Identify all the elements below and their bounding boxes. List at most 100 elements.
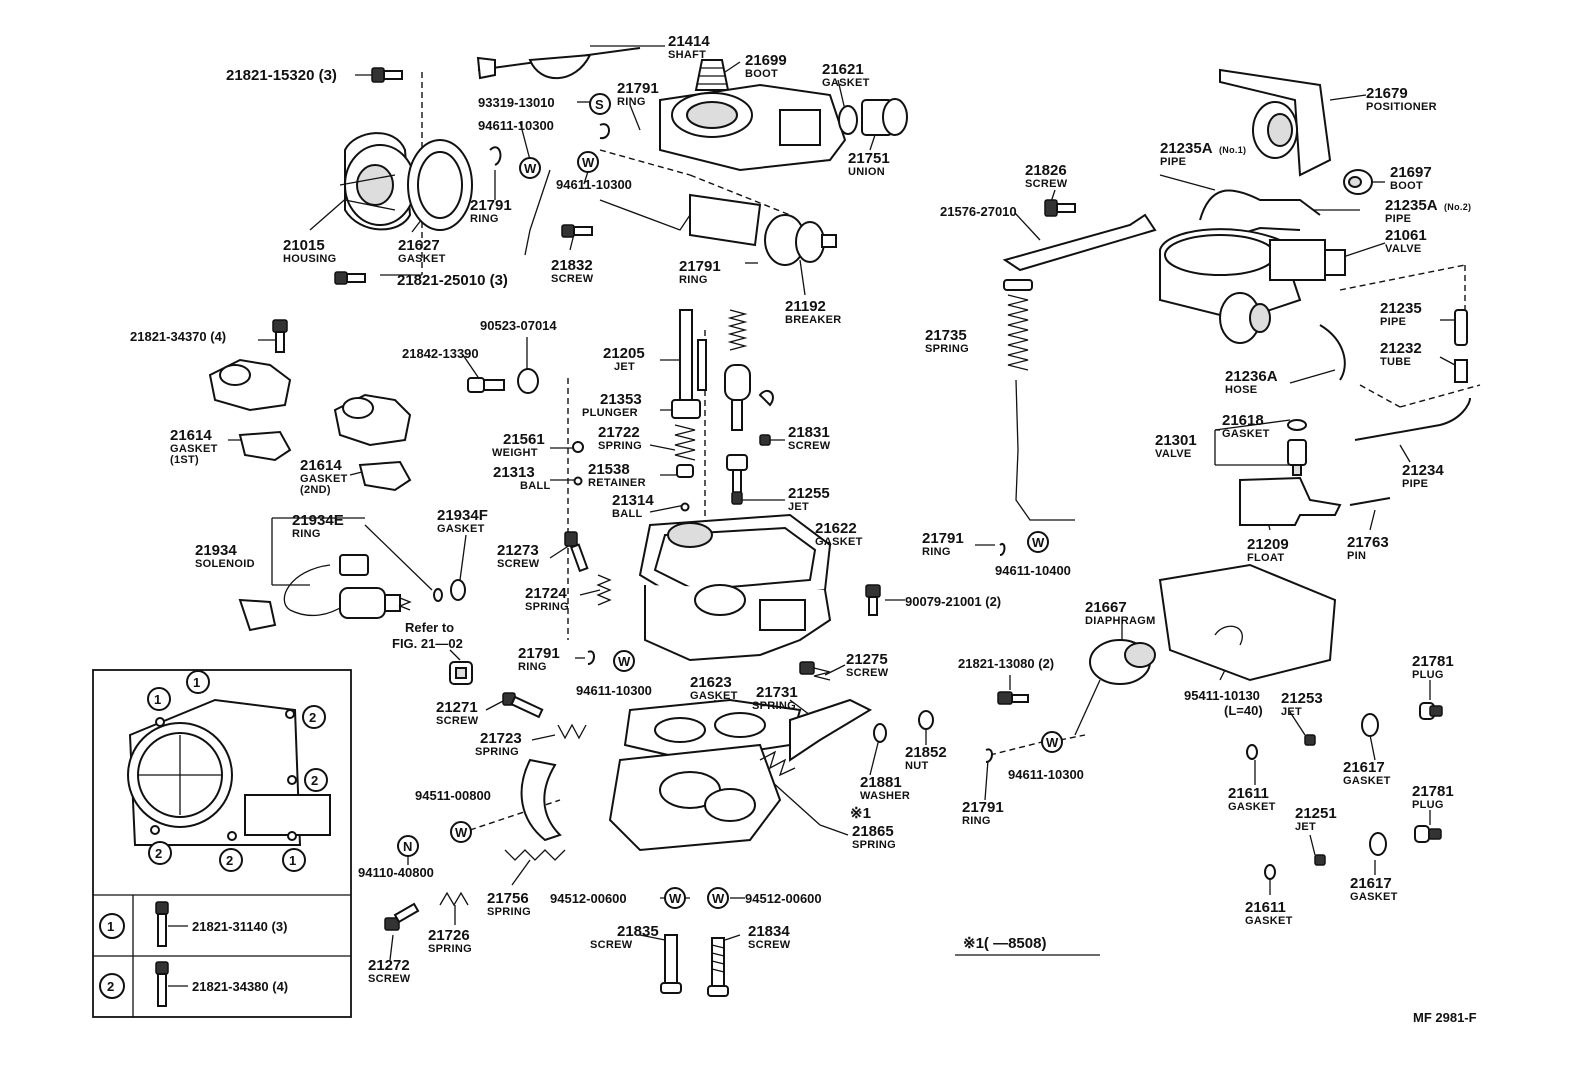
label-21831: 21831 xyxy=(788,424,830,441)
label-21826-name: SCREW xyxy=(1025,178,1068,190)
pipe-21235-drawing xyxy=(1454,309,1468,346)
air-horn-body-drawing xyxy=(659,83,847,172)
label-21205: 21205 xyxy=(603,345,645,362)
note-star-1: ※1 xyxy=(850,805,871,822)
throttle-lever-drawing xyxy=(520,758,562,842)
label-21253-name: JET xyxy=(1281,706,1302,718)
label-94611-10300-a: 94611-10300 xyxy=(478,118,554,133)
svg-text:W: W xyxy=(455,825,468,840)
label-21722-name: SPRING xyxy=(598,440,642,452)
pipe-21234-drawing xyxy=(1354,397,1471,441)
part-labels: 21821-15320 (3) 21414 SHAFT 21699 BOOT 2… xyxy=(130,33,1477,1025)
label-21061-name: VALVE xyxy=(1385,243,1422,255)
badge-w-94512-a: W xyxy=(664,887,686,909)
plug-21781-b-drawing xyxy=(1414,825,1442,843)
ring-21791-d-drawing xyxy=(999,542,1006,556)
label-21273: 21273 xyxy=(497,542,539,559)
label-21192: 21192 xyxy=(785,298,826,315)
label-21353-name: PLUNGER xyxy=(582,407,638,419)
screw-21826-drawing xyxy=(1044,199,1076,217)
label-21015-name: HOUSING xyxy=(283,253,336,265)
label-21756-name: SPRING xyxy=(487,906,531,918)
label-21699: 21699 xyxy=(745,52,787,69)
screw-21821-34370-drawing xyxy=(272,319,288,353)
screw-21834-drawing xyxy=(707,937,729,997)
gasket-21934F-drawing xyxy=(450,579,466,601)
label-94110-40800: 94110-40800 xyxy=(358,865,434,880)
label-21724-name: SPRING xyxy=(525,601,569,613)
label-21234: 21234 xyxy=(1402,462,1444,479)
badge-w-94611-c: W xyxy=(1027,531,1049,553)
label-21627: 21627 xyxy=(398,237,440,254)
label-21301: 21301 xyxy=(1155,432,1197,449)
label-21314-name: BALL xyxy=(612,508,643,520)
label-21538-name: RETAINER xyxy=(588,477,646,489)
spring-21865-drawing xyxy=(759,750,796,777)
refer-fig-text: FIG. 21—02 xyxy=(392,636,463,651)
label-21723: 21723 xyxy=(480,730,522,747)
label-21791-c: 21791 xyxy=(679,258,721,275)
gasket-90523-drawing xyxy=(517,368,539,394)
gasket-21617-a-drawing xyxy=(1361,713,1379,737)
valve-21061-drawing xyxy=(1159,228,1346,344)
inset-throttle-body-drawing xyxy=(127,698,331,846)
label-21251: 21251 xyxy=(1295,805,1337,822)
label-21271-name: SCREW xyxy=(436,715,479,727)
label-21236A: 21236A xyxy=(1225,368,1278,385)
bracket-21614-2nd-drawing xyxy=(333,393,412,492)
label-21834: 21834 xyxy=(748,923,790,940)
label-21614-1st-suffix: (1ST) xyxy=(170,454,199,466)
boot-21697-drawing xyxy=(1343,169,1373,195)
label-21622: 21622 xyxy=(815,520,857,537)
label-21726: 21726 xyxy=(428,927,470,944)
badge-s-93319: S xyxy=(589,93,611,115)
bracket-21614-1st-drawing xyxy=(208,358,292,462)
inset-row-2-part: 21821-34380 (4) xyxy=(192,979,288,994)
refer-to-text: Refer to xyxy=(405,620,454,635)
pump-check-parts-drawing xyxy=(724,309,774,496)
svg-text:1: 1 xyxy=(154,692,161,707)
screw-21271-drawing xyxy=(502,692,544,719)
link-rod-drawing xyxy=(524,169,551,256)
label-21192-name: BREAKER xyxy=(785,314,842,326)
screw-21272-drawing xyxy=(384,902,420,931)
washer-21881-drawing xyxy=(873,723,887,743)
label-21414-name: SHAFT xyxy=(668,49,706,61)
label-21723-name: SPRING xyxy=(475,746,519,758)
inset-callout-1-b: 1 xyxy=(186,670,210,694)
part-drawings: S W W xyxy=(208,47,1471,997)
label-21679-name: POSITIONER xyxy=(1366,101,1437,113)
ring-21791-a-drawing xyxy=(599,123,610,140)
pipe-21235A-no1-drawing xyxy=(1199,189,1321,221)
spring-21724-drawing xyxy=(596,574,612,606)
inset-row-1-mark: 1 xyxy=(99,913,125,939)
label-94512-00600-a: 94512-00600 xyxy=(550,891,627,906)
label-21791-b: 21791 xyxy=(470,197,512,214)
screw-21842-drawing xyxy=(467,377,505,393)
breaker-21192-drawing xyxy=(689,193,837,266)
label-21934F-name: GASKET xyxy=(437,523,485,535)
label-95411-length: (L=40) xyxy=(1224,703,1263,718)
label-21273-name: SCREW xyxy=(497,558,540,570)
label-21614-2nd-suffix: (2ND) xyxy=(300,484,331,496)
label-21314: 21314 xyxy=(612,492,654,509)
inset-callout-2-d: 2 xyxy=(219,848,243,872)
svg-text:W: W xyxy=(1046,735,1059,750)
label-21623-name: GASKET xyxy=(690,690,738,702)
label-90523-07014: 90523-07014 xyxy=(480,318,557,333)
label-21881-name: WASHER xyxy=(860,790,910,802)
svg-text:W: W xyxy=(1032,535,1045,550)
label-21821-34370: 21821-34370 (4) xyxy=(130,329,226,344)
figure-code: MF 2981-F xyxy=(1413,1010,1477,1025)
label-21232-name: TUBE xyxy=(1380,356,1411,368)
screw-21821-25010-drawing xyxy=(334,271,366,285)
label-21781-a: 21781 xyxy=(1412,653,1454,670)
label-21763-name: PIN xyxy=(1347,550,1366,562)
label-21235-name: PIPE xyxy=(1380,316,1406,328)
ring-21791-b-drawing xyxy=(489,146,502,166)
gasket-21618-drawing xyxy=(1287,419,1307,431)
label-21235A-no2-suffix: (No.2) xyxy=(1444,202,1471,212)
label-21791-b-name: RING xyxy=(470,213,499,225)
screw-21821-15320-drawing xyxy=(371,67,403,83)
